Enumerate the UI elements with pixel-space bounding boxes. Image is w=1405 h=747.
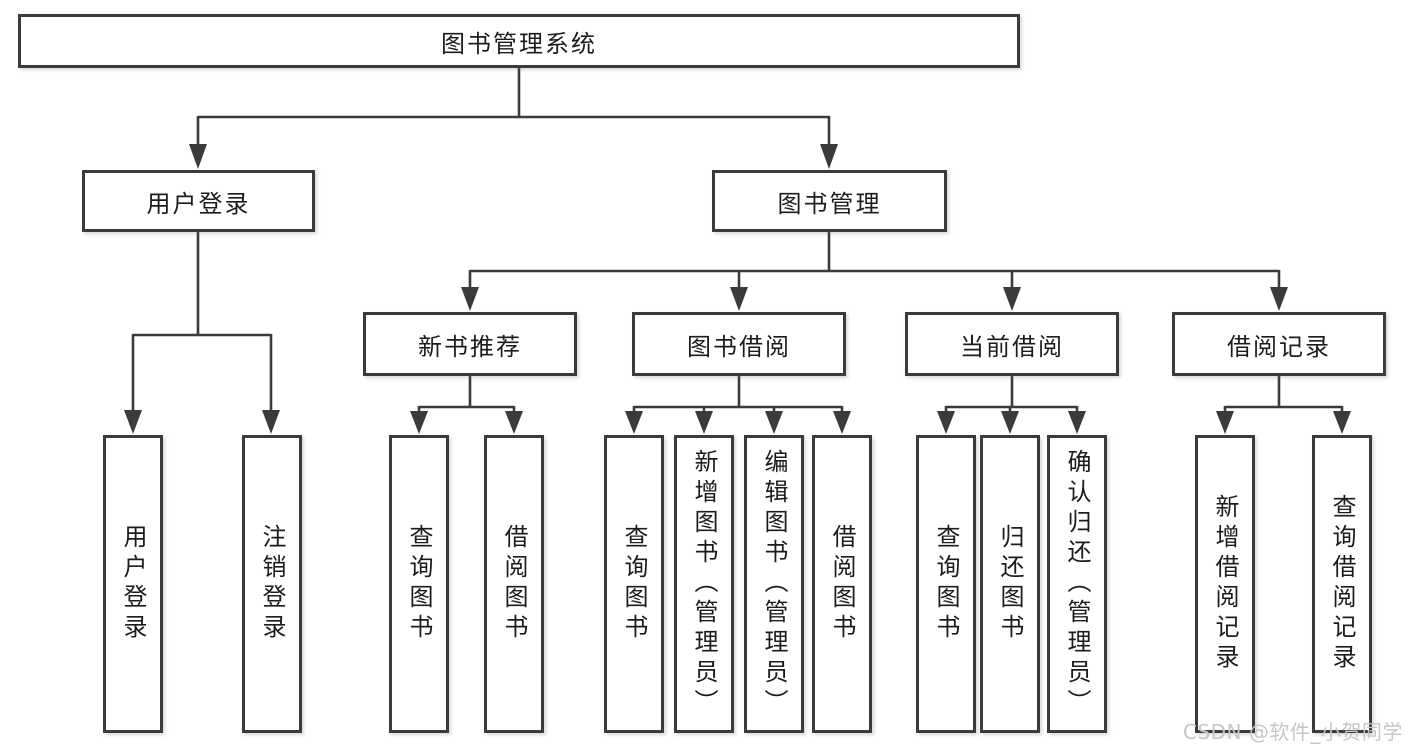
- node-root-system: 图书管理系统: [18, 14, 1020, 68]
- arrowhead-icon: [1270, 287, 1288, 311]
- node-current-borrow: 当前借阅: [905, 312, 1119, 376]
- node-borrow-record-label: 借阅记录: [1227, 332, 1331, 361]
- leaf-borrow-books: 借阅图书: [812, 435, 872, 733]
- arrowhead-icon: [1003, 287, 1021, 311]
- leaf-add-books-admin-label: 新增图书（管理员）: [690, 449, 718, 719]
- leaf-return-books-label: 归还图书: [996, 524, 1024, 644]
- node-user-login-label: 用户登录: [146, 189, 251, 218]
- leaf-logout-label: 注销登录: [258, 524, 286, 644]
- leaf-newbook-borrow-books: 借阅图书: [484, 435, 544, 733]
- leaf-newbook-query-books-label: 查询图书: [405, 524, 433, 644]
- node-book-management-label: 图书管理: [777, 189, 882, 218]
- arrowhead-icon: [1333, 411, 1351, 434]
- leaf-user-login-label: 用户登录: [119, 524, 147, 644]
- arrowhead-icon: [1001, 411, 1019, 434]
- arrowhead-icon: [937, 411, 955, 434]
- leaf-borrow-query-books-label: 查询图书: [620, 524, 648, 644]
- leaf-return-books: 归还图书: [980, 435, 1040, 733]
- node-book-management: 图书管理: [712, 170, 947, 232]
- leaf-add-borrow-record-label: 新增借阅记录: [1211, 494, 1239, 674]
- arrowhead-icon: [820, 144, 838, 169]
- leaf-newbook-query-books: 查询图书: [389, 435, 449, 733]
- leaf-user-login: 用户登录: [103, 435, 163, 733]
- arrowhead-icon: [765, 411, 783, 434]
- leaf-confirm-return-admin: 确认归还（管理员）: [1047, 435, 1107, 733]
- node-current-borrow-label: 当前借阅: [960, 332, 1064, 361]
- leaf-query-borrow-record: 查询借阅记录: [1312, 435, 1372, 733]
- leaf-edit-books-admin: 编辑图书（管理员）: [744, 435, 804, 733]
- leaf-logout: 注销登录: [242, 435, 302, 733]
- leaf-edit-books-admin-label: 编辑图书（管理员）: [760, 449, 788, 719]
- csdn-watermark: CSDN @软件_小贺同学: [1183, 720, 1403, 744]
- node-book-borrow-label: 图书借阅: [687, 332, 791, 361]
- arrowhead-icon: [189, 144, 207, 169]
- leaf-borrow-query-books: 查询图书: [604, 435, 664, 733]
- leaf-add-books-admin: 新增图书（管理员）: [674, 435, 734, 733]
- node-root-system-label: 图书管理系统: [441, 29, 597, 58]
- node-book-borrow: 图书借阅: [632, 312, 846, 376]
- arrowhead-icon: [124, 410, 142, 434]
- tree-edges: [124, 68, 1351, 434]
- node-new-book-recommend: 新书推荐: [363, 312, 577, 376]
- leaf-confirm-return-admin-label: 确认归还（管理员）: [1063, 449, 1091, 719]
- node-user-login: 用户登录: [82, 170, 315, 232]
- leaf-add-borrow-record: 新增借阅记录: [1195, 435, 1255, 733]
- leaf-newbook-borrow-books-label: 借阅图书: [500, 524, 528, 644]
- arrowhead-icon: [730, 287, 748, 311]
- leaf-current-query-books: 查询图书: [916, 435, 976, 733]
- node-new-book-recommend-label: 新书推荐: [418, 332, 522, 361]
- arrowhead-icon: [505, 411, 523, 434]
- arrowhead-icon: [833, 411, 851, 434]
- arrowhead-icon: [1068, 411, 1086, 434]
- arrowhead-icon: [461, 287, 479, 311]
- leaf-query-borrow-record-label: 查询借阅记录: [1328, 494, 1356, 674]
- leaf-borrow-books-label: 借阅图书: [828, 524, 856, 644]
- arrowhead-icon: [262, 410, 280, 434]
- arrowhead-icon: [1216, 411, 1234, 434]
- arrowhead-icon: [625, 411, 643, 434]
- arrowhead-icon: [410, 411, 428, 434]
- arrowhead-icon: [695, 411, 713, 434]
- node-borrow-record: 借阅记录: [1172, 312, 1386, 376]
- leaf-current-query-books-label: 查询图书: [932, 524, 960, 644]
